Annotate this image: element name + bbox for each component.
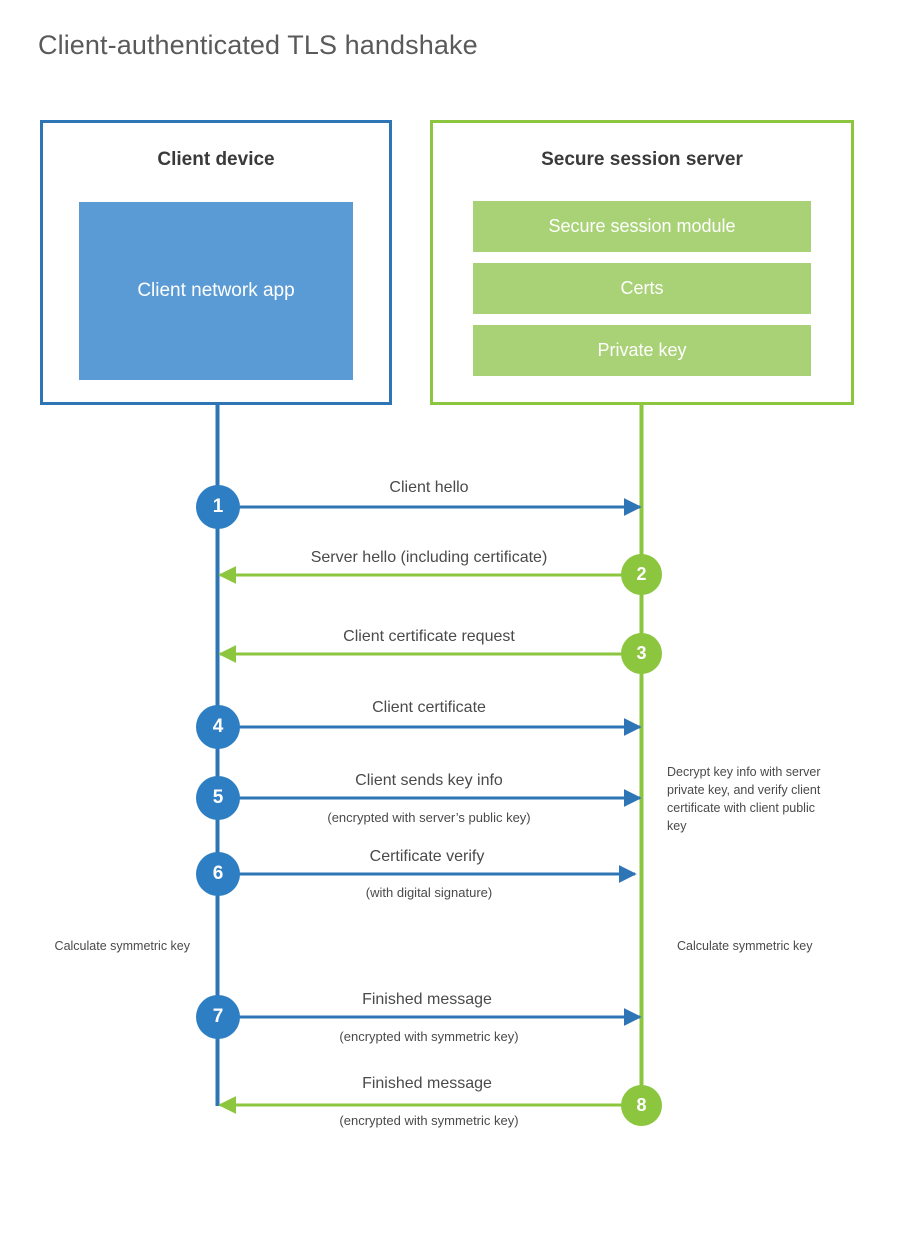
secure-session-server-box: Secure session server Secure session mod… <box>430 120 854 405</box>
step-marker-5[interactable]: 5 <box>196 776 240 820</box>
message-label-3: Client certificate request <box>343 628 515 645</box>
step-marker-4[interactable]: 4 <box>196 705 240 749</box>
step-marker-3[interactable]: 3 <box>621 633 662 674</box>
message-sublabel-6: (with digital signature) <box>365 885 493 900</box>
page-title: Client-authenticated TLS handshake <box>38 30 478 60</box>
message-label-1: Client hello <box>389 479 469 496</box>
message-sublabel-8: (encrypted with symmetric key) <box>339 1113 519 1128</box>
step-marker-8[interactable]: 8 <box>621 1085 662 1126</box>
message-label-4: Client certificate <box>372 699 486 716</box>
message-label-8: Finished message <box>362 1075 492 1092</box>
message-sublabel-7: (encrypted with symmetric key) <box>339 1029 519 1044</box>
client-network-app-block: Client network app <box>79 202 353 380</box>
message-label-7: Finished message <box>362 991 492 1008</box>
server-component-private-key: Private key <box>473 325 811 376</box>
message-label-6: Certificate verify <box>369 848 485 865</box>
server-component-list: Secure session module Certs Private key <box>473 201 811 376</box>
step-marker-6[interactable]: 6 <box>196 852 240 896</box>
message-label-5: Client sends key info <box>355 772 503 789</box>
client-device-box: Client device Client network app <box>40 120 392 405</box>
annotation-server-decrypt: Decrypt key info with server private key… <box>667 765 821 834</box>
step-marker-7[interactable]: 7 <box>196 995 240 1039</box>
server-component-certs: Certs <box>473 263 811 314</box>
step-marker-1[interactable]: 1 <box>196 485 240 529</box>
annotation-server-calculate-symmetric-key: Calculate symmetric key <box>677 939 813 953</box>
annotation-client-calculate-symmetric-key: Calculate symmetric key <box>54 939 190 953</box>
step-marker-2[interactable]: 2 <box>621 554 662 595</box>
server-component-secure-session-module: Secure session module <box>473 201 811 252</box>
secure-session-server-title: Secure session server <box>541 149 743 170</box>
message-label-2: Server hello (including certificate) <box>310 549 548 566</box>
client-device-title: Client device <box>157 149 275 170</box>
message-sublabel-5: (encrypted with server’s public key) <box>327 810 531 825</box>
